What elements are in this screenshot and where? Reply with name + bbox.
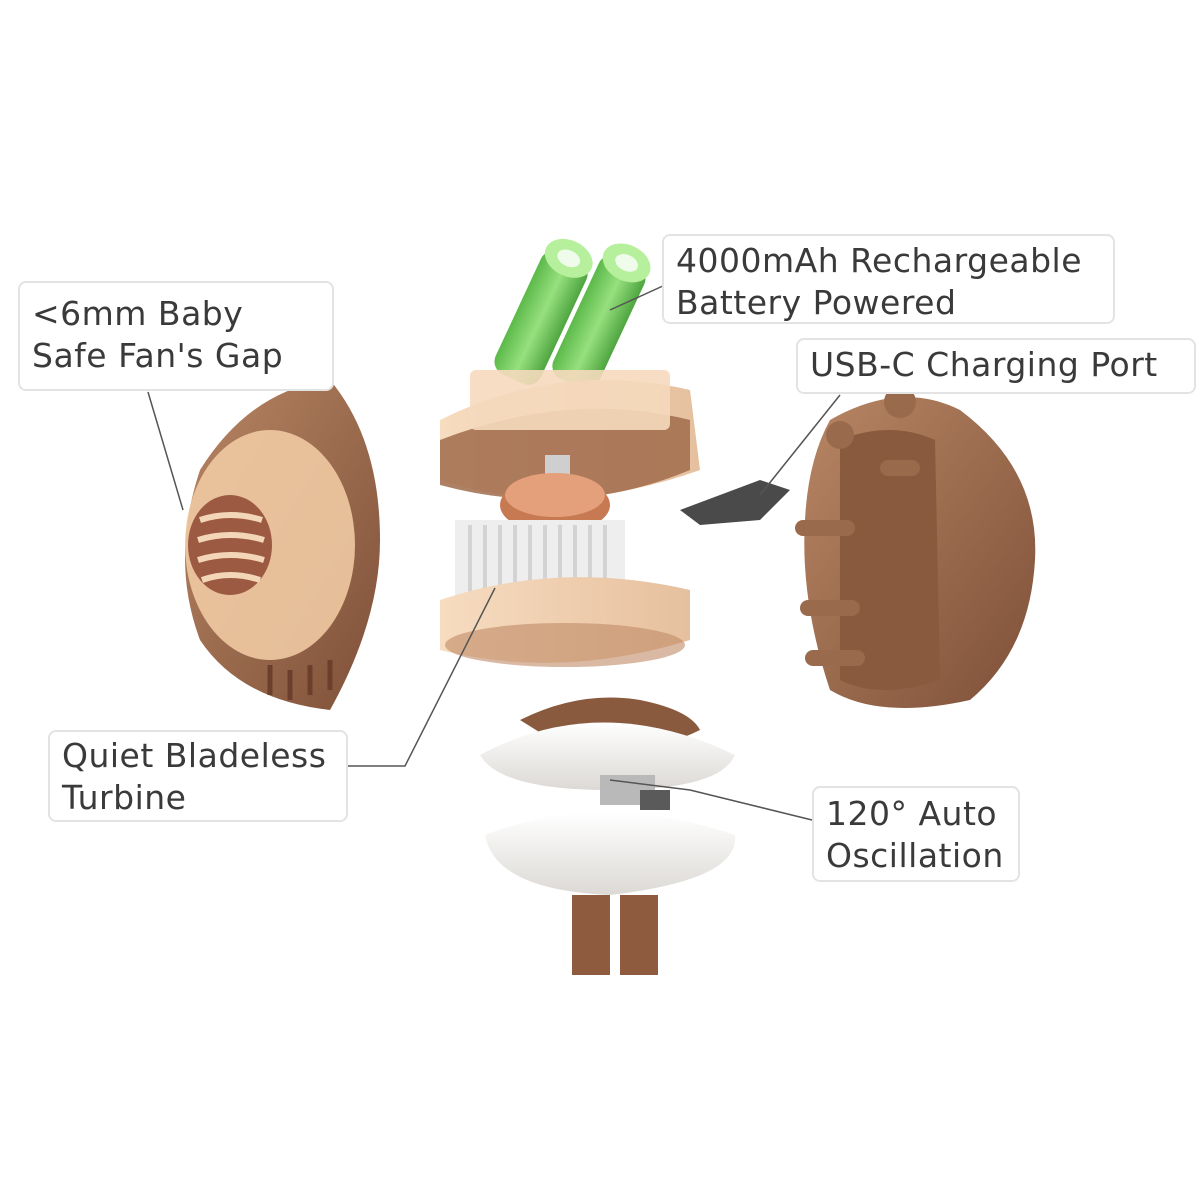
front-shell bbox=[185, 380, 380, 710]
callout-usbc-port: USB-C Charging Port bbox=[796, 338, 1196, 394]
back-shell bbox=[795, 386, 1036, 708]
callout-line: USB-C Charging Port bbox=[810, 345, 1158, 384]
callout-line: Turbine bbox=[62, 778, 187, 817]
callout-safe-fan-gap: <6mm Baby Safe Fan's Gap bbox=[18, 281, 334, 391]
callout-line: 4000mAh Rechargeable bbox=[676, 241, 1083, 280]
motor-stator bbox=[500, 455, 610, 533]
battery-cells bbox=[494, 238, 651, 390]
callout-oscillation: 120° Auto Oscillation bbox=[812, 786, 1020, 882]
callout-line: Safe Fan's Gap bbox=[32, 336, 284, 375]
oscillation-head bbox=[480, 697, 736, 895]
callout-battery: 4000mAh Rechargeable Battery Powered bbox=[662, 234, 1115, 324]
callout-line: Oscillation bbox=[826, 836, 1004, 875]
usbc-port bbox=[680, 480, 790, 525]
callout-line: Battery Powered bbox=[676, 283, 957, 322]
callout-line: Quiet Bladeless bbox=[62, 736, 327, 775]
battery-housing bbox=[440, 370, 700, 500]
leader-lines bbox=[147, 284, 841, 821]
callout-line: 120° Auto bbox=[826, 794, 998, 833]
stand-legs bbox=[572, 895, 658, 975]
callout-line: <6mm Baby bbox=[32, 294, 244, 333]
callout-turbine: Quiet Bladeless Turbine bbox=[48, 730, 348, 822]
bladeless-turbine bbox=[440, 520, 690, 667]
